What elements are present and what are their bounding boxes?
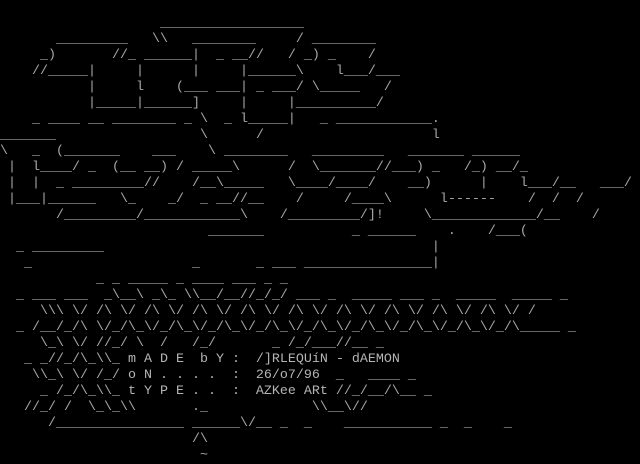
type-label: t Y P E . . bbox=[127, 384, 216, 399]
art-fragment: \\_\ \/ /_/ bbox=[0, 368, 120, 383]
art-fragment: _ _//_/\_\\_ bbox=[0, 352, 120, 367]
art-line: _ _ _ ___ ________________| bbox=[0, 256, 440, 271]
art-line: |___|______ \_ _/ _ __//__ / /____\ l---… bbox=[0, 192, 584, 207]
separator: : bbox=[231, 368, 240, 383]
info-row-made-by: _ _//_/\_\\_ m A D E b Y: /]RLEQUíN - dAEM… bbox=[0, 352, 400, 368]
art-fragment: //_/__/\__ _ bbox=[327, 384, 432, 399]
art-line: ~ bbox=[0, 448, 208, 463]
art-line: \_\ \/ //_/ \ / /_/ _ /_/___//__ _ bbox=[0, 336, 384, 351]
separator: : bbox=[231, 352, 240, 367]
art-line: _ _________ | bbox=[0, 240, 440, 255]
art-line: /_________/____________\ /_________/]! \… bbox=[0, 208, 600, 223]
info-row-date: \\_\ \/ /_/ o N . . . .:26/o7/96 _ ____ _ bbox=[0, 368, 416, 384]
art-fragment: _ /_/\_\\_ bbox=[0, 384, 120, 399]
art-line: | | _ _________// /__\_____ \____/____/ … bbox=[0, 176, 632, 191]
art-line: _ /__/_/\ \/_/\_\/_/\_\/_/\_\/_/\_\/_/\_… bbox=[0, 320, 576, 335]
type-value: AZKee ARt bbox=[255, 384, 328, 399]
art-line: __________________ bbox=[0, 16, 304, 31]
info-row-type: _ /_/\_\\_ t Y P E . .: AZKee ARt //_/__/\… bbox=[0, 384, 432, 400]
made-by-value: /]RLEQUíN - dAEMON bbox=[255, 352, 400, 367]
date-label: o N . . . . bbox=[127, 368, 216, 383]
art-line: \ _ (_______ ___ \ ________ _________ __… bbox=[0, 144, 520, 159]
art-line: _ _ _____ _ ____ ___ _ _ bbox=[0, 272, 288, 287]
art-line: //_/ / \_\_\\ ._ \\__\// bbox=[0, 400, 368, 415]
made-by-label: m A D E b Y bbox=[127, 352, 224, 367]
art-line: |_____|______] | |__________/ bbox=[0, 96, 384, 111]
art-line: _______ \ / l bbox=[0, 128, 440, 143]
art-line: /\ bbox=[0, 432, 208, 447]
art-line: | l____/ _ (__ __) / _____\ / \_______//… bbox=[0, 160, 528, 175]
art-line: _________ \\ ________ / ________ bbox=[0, 32, 376, 47]
date-value: 26/o7/96 bbox=[255, 368, 320, 383]
art-line: \\\ \/ /\ \/ /\ \/ /\ \/ /\ \/ /\ \/ /\ … bbox=[0, 304, 536, 319]
art-line: _) //_ ______| _ __// / _) _ / bbox=[0, 48, 376, 63]
art-fragment: _ ____ _ bbox=[319, 368, 416, 383]
separator: : bbox=[231, 384, 240, 399]
art-line: /________________ ______\/__ _ _ _______… bbox=[0, 416, 512, 431]
art-line: | l (___ ___| _ ___/ \_____ / bbox=[0, 80, 392, 95]
art-line: _ ____ __ ________ _ \ _ l_____| _ _____… bbox=[0, 112, 440, 127]
art-line: _______ _ ______ . /___( bbox=[0, 224, 528, 239]
art-line: _ ___ ___ _\__\ _\_ \\__/__//_/_/ ___ _ … bbox=[0, 288, 568, 303]
art-line: //_____| | | |______\ l___/___ bbox=[0, 64, 400, 79]
